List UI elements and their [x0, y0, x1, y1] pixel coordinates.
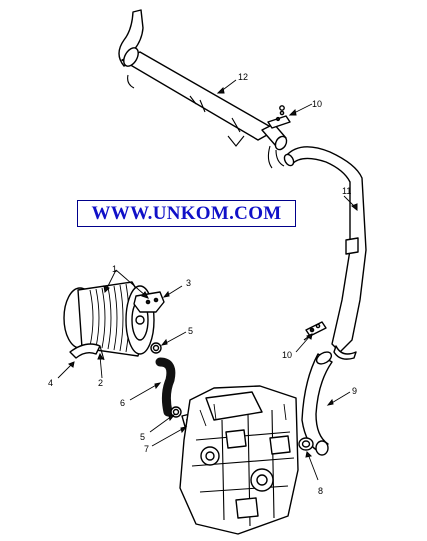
callout-1: 1: [112, 264, 117, 274]
callout-5-upper: 5: [188, 326, 193, 336]
clamp-10-upper: [267, 105, 291, 129]
clamp-10-lower: [303, 321, 327, 341]
clamp-5-upper: [150, 342, 162, 354]
hose-11: [283, 146, 367, 360]
hose-6: [155, 357, 176, 417]
hose-9: [301, 351, 333, 456]
callout-9: 9: [352, 386, 357, 396]
strap-4: [69, 343, 105, 361]
callout-3: 3: [186, 278, 191, 288]
callout-7: 7: [144, 444, 149, 454]
clamp-5-lower: [170, 406, 182, 418]
callout-labels: 12 10 11 1 3 5 2 4 6 5 7 10 9 8: [48, 72, 357, 496]
callout-5-lower: 5: [140, 432, 145, 442]
callout-2: 2: [98, 378, 103, 388]
engine-block: [179, 385, 299, 535]
bracket-3: [133, 291, 165, 313]
tube-assembly-12: [118, 9, 288, 169]
callout-10-lower: 10: [282, 350, 292, 360]
callout-10-upper: 10: [312, 99, 322, 109]
callout-12: 12: [238, 72, 248, 82]
watermark-banner: WWW.UNKOM.COM: [77, 200, 296, 227]
leader-lines: [57, 79, 358, 481]
callout-4: 4: [48, 378, 53, 388]
callout-11: 11: [342, 186, 351, 196]
gasket-8: [298, 437, 314, 451]
air-cleaner-1: [63, 281, 155, 357]
callout-8: 8: [318, 486, 323, 496]
callout-6: 6: [120, 398, 125, 408]
